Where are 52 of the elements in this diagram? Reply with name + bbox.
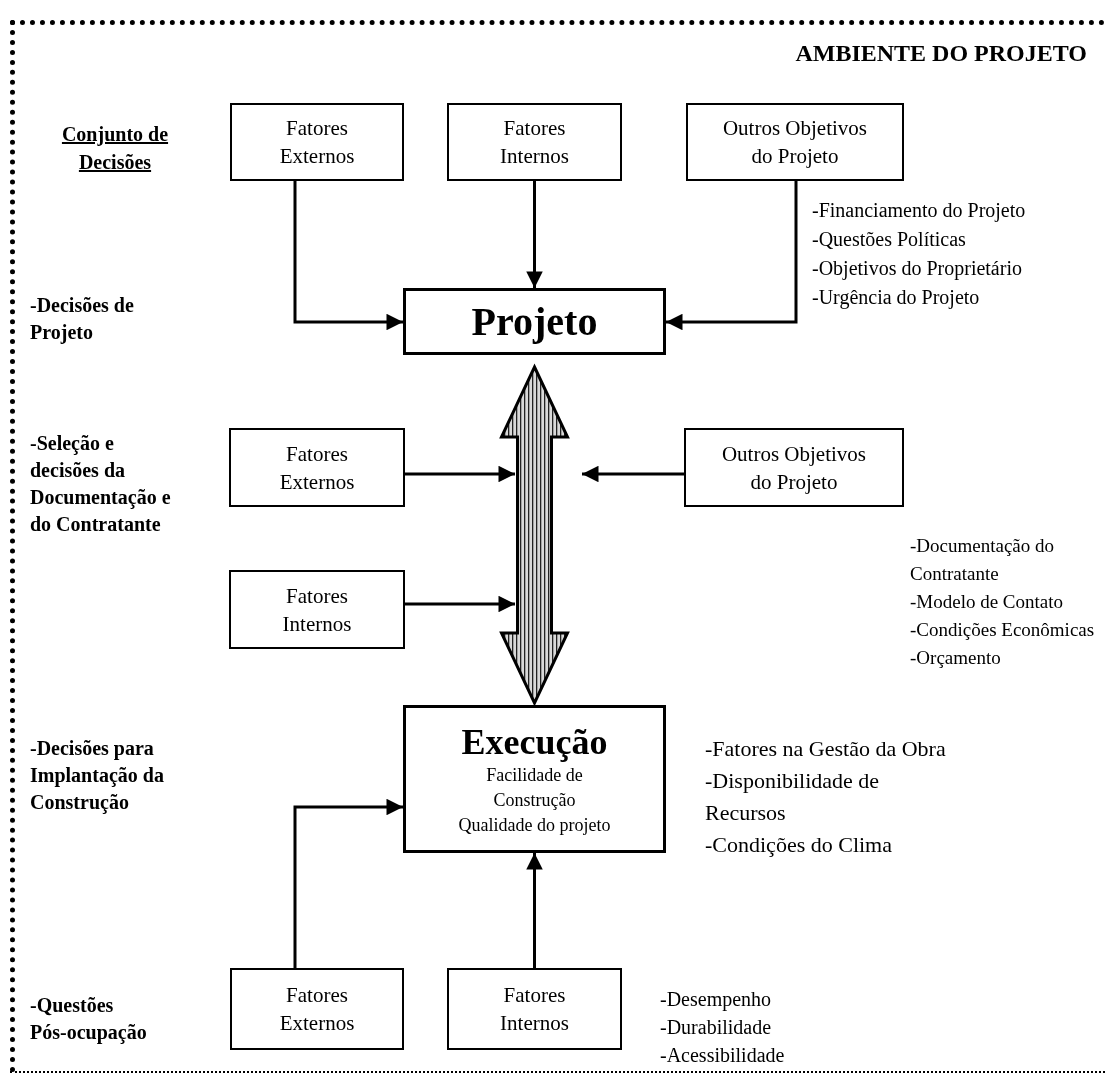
row-label: -Decisões de Projeto — [30, 293, 135, 346]
list-item: -Questões Políticas — [812, 227, 967, 252]
process-box — [403, 705, 666, 853]
arrow — [405, 465, 515, 483]
column-heading: Conjunto de Decisões — [60, 122, 170, 175]
box-label: Fatores Externos — [278, 982, 356, 1037]
list-item: -Desempenho — [660, 987, 773, 1013]
box-label: Outros Objetivos do Projeto — [720, 440, 868, 496]
list-item: -Orçamento — [910, 646, 1002, 670]
row-label: -Questões Pós-ocupação — [30, 993, 148, 1046]
arrow — [293, 798, 403, 968]
process-box — [229, 570, 405, 649]
arrow — [666, 181, 798, 331]
box-label: Fatores Internos — [281, 582, 353, 638]
arrow — [526, 853, 543, 968]
frame-title: AMBIENTE DO PROJETO — [795, 39, 1087, 68]
arrow — [405, 595, 515, 613]
process-box — [447, 103, 622, 181]
list-item: -Urgência do Projeto — [812, 285, 981, 311]
list-item: -Condições do Clima — [705, 831, 893, 859]
process-box — [230, 103, 404, 181]
process-box — [403, 288, 666, 355]
box-subtitle: Facilidade de Construção — [485, 763, 584, 812]
box-label: Fatores Internos — [499, 115, 570, 170]
arrow — [582, 465, 684, 483]
box-label: Fatores Externos — [278, 440, 356, 496]
box-title: Execução — [461, 720, 608, 763]
box-label: Fatores Externos — [278, 115, 356, 170]
box-label: Outros Objetivos do Projeto — [721, 115, 869, 170]
process-box — [230, 968, 404, 1050]
list-item: -Modelo de Contato — [910, 590, 1065, 614]
box-title: Projeto — [471, 299, 598, 344]
list-item: -Acessibilidade — [660, 1043, 786, 1068]
list-item: -Financiamento do Projeto — [812, 198, 1027, 224]
list-item: -Documentação do Contratante — [910, 534, 1056, 586]
list-item: -Objetivos do Proprietário — [812, 256, 1023, 282]
arrow — [526, 181, 543, 288]
box-subtitle: Qualidade do projeto — [458, 813, 611, 837]
process-box — [447, 968, 622, 1050]
list-item: -Fatores na Gestão da Obra — [705, 735, 947, 763]
process-box — [684, 428, 904, 507]
list-item: -Disponibilidade de Recursos — [705, 767, 881, 827]
process-box — [686, 103, 904, 181]
dotted-frame — [10, 20, 1105, 1073]
row-label: -Seleção e decisões da Documentação e do Contratante — [30, 431, 172, 537]
list-item: -Durabilidade — [660, 1015, 773, 1040]
box-label: Fatores Internos — [499, 982, 570, 1037]
double-arrow — [499, 363, 570, 707]
row-label: -Decisões para Implantação da Construção — [30, 736, 165, 816]
process-box — [229, 428, 405, 507]
list-item: -Condições Econômicas — [910, 618, 1096, 642]
arrow — [293, 181, 403, 331]
